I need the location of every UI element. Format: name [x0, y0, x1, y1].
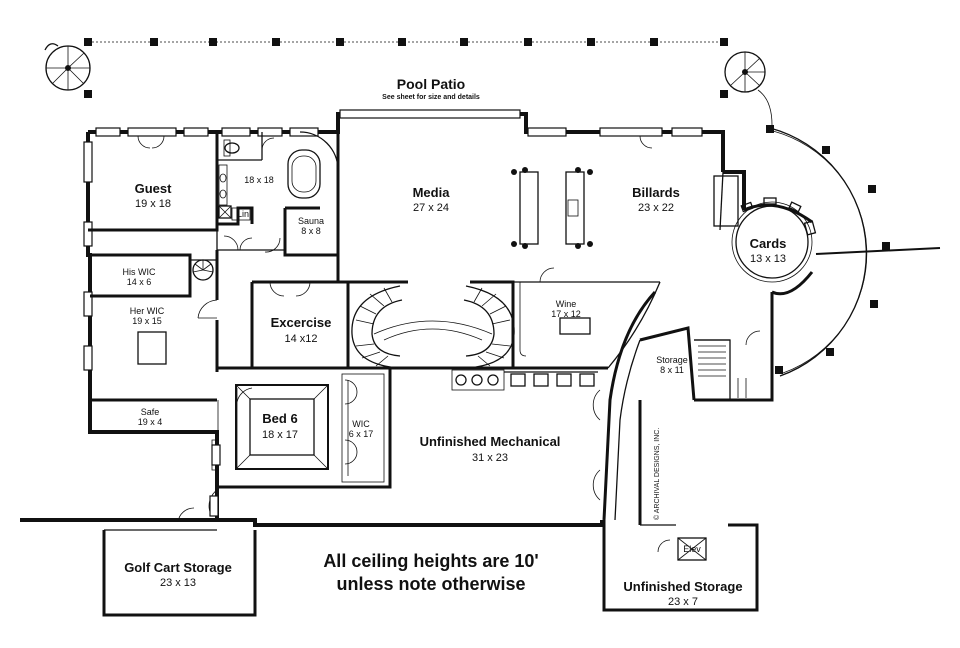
media-dim: 27 x 24: [413, 202, 449, 214]
billards-label: Billards: [632, 185, 680, 200]
safe-dim: 19 x 4: [138, 417, 163, 427]
elevator-icon: [677, 537, 707, 561]
elev-label: Elev: [683, 544, 701, 554]
golf-cart-dim: 23 x 13: [160, 577, 196, 589]
bed6-tray-ceiling: [235, 384, 329, 470]
mechanical-dim: 31 x 23: [472, 452, 508, 464]
bed6-dim: 18 x 17: [262, 429, 298, 441]
pool-patio-label: Pool Patio: [397, 76, 465, 92]
cards-label: Cards: [750, 236, 787, 251]
billiards-fireplace: [713, 175, 739, 227]
wic-shelving: [341, 373, 385, 483]
storage-stairs: [694, 339, 747, 398]
her-wic-dim: 19 x 15: [132, 316, 162, 326]
spiral-stair-right-icon: [724, 51, 773, 126]
bed6-label: Bed 6: [262, 411, 297, 426]
her-wic-island: [137, 331, 167, 365]
bar-stools: [451, 369, 598, 391]
her-wic-label: Her WIC: [130, 306, 165, 316]
storage-dim: 8 x 11: [660, 365, 684, 375]
his-wic-label: His WIC: [123, 267, 156, 277]
ceiling-note-line1: All ceiling heights are 10': [323, 551, 538, 571]
exercise-dim: 14 x12: [284, 333, 317, 345]
media-seating: [511, 167, 593, 249]
mechanical-label: Unfinished Mechanical: [420, 434, 561, 449]
guest-dim: 19 x 18: [135, 198, 171, 210]
sauna-label: Sauna: [298, 216, 324, 226]
safe-label: Safe: [141, 407, 160, 417]
cards-dim: 13 x 13: [750, 253, 786, 265]
guest-label: Guest: [135, 181, 173, 196]
media-label: Media: [413, 185, 451, 200]
copyright-note: © ARCHIVAL DESIGNS, INC.: [653, 428, 661, 520]
exercise-label: Excercise: [271, 315, 332, 330]
golf-cart-label: Golf Cart Storage: [124, 560, 232, 575]
spiral-stair-small-icon: [192, 259, 214, 281]
bath-dim: 18 x 18: [244, 175, 274, 185]
door-swings: [177, 235, 761, 553]
wine-label: Wine: [556, 299, 577, 309]
billards-dim: 23 x 22: [638, 202, 674, 214]
pool-patio-note: See sheet for size and details: [382, 94, 480, 101]
patio-columns: [84, 38, 890, 374]
patio-arc: [769, 127, 867, 377]
curved-staircase-icon: [351, 285, 515, 369]
wic-dim: 6 x 17: [349, 429, 374, 439]
windows-top: [83, 109, 703, 371]
storage-label: Storage: [656, 355, 688, 365]
wine-counter: [559, 317, 591, 335]
bath-fixtures: [218, 131, 339, 253]
unfinished-storage-dim: 23 x 7: [668, 596, 698, 608]
labels: Pool Patio See sheet for size and detail…: [123, 76, 787, 608]
ceiling-note-line2: unless note otherwise: [336, 574, 525, 594]
wic-label: WIC: [352, 419, 370, 429]
lin-label: Lin: [237, 209, 249, 219]
his-wic-dim: 14 x 6: [127, 277, 152, 287]
unfinished-storage-label: Unfinished Storage: [623, 579, 742, 594]
sauna-dim: 8 x 8: [301, 226, 321, 236]
wine-dim: 17 x 12: [551, 309, 581, 319]
cards-chairs: [731, 197, 817, 283]
spiral-stair-left-icon: [44, 43, 91, 91]
interior-walls: [88, 132, 941, 617]
